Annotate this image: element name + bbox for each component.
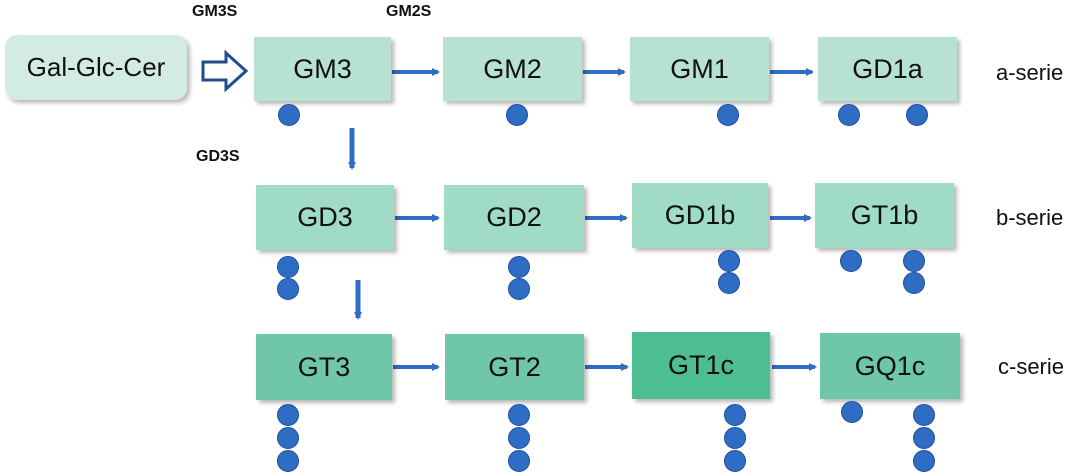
sialic-acid-icon: [718, 250, 740, 272]
ganglioside-box-gm2: GM2: [443, 37, 582, 101]
ganglioside-box-gd3: GD3: [256, 185, 394, 250]
sialic-acid-icon: [913, 427, 935, 449]
ganglioside-box-gt1b: GT1b: [815, 183, 954, 248]
sialic-acid-icon: [913, 404, 935, 426]
sialic-acid-icon: [508, 256, 530, 278]
ganglioside-label: GM1: [670, 53, 729, 84]
ganglioside-box-gd1b: GD1b: [632, 183, 768, 248]
ganglioside-label: GM3: [293, 53, 352, 84]
ganglioside-label: GT1b: [850, 200, 919, 230]
sialic-acid-icon: [506, 104, 528, 126]
sialic-acid-icon: [718, 272, 740, 294]
ganglioside-label: GD1a: [852, 53, 923, 84]
sialic-acid-icon: [277, 404, 299, 426]
sialic-acid-icon: [508, 278, 530, 300]
sialic-acid-icon: [903, 272, 925, 294]
sialic-acid-icon: [841, 401, 863, 423]
sialic-acid-icon: [277, 427, 299, 449]
hollow-arrow-icon: [201, 49, 249, 93]
sialic-acid-icon: [838, 104, 860, 126]
sialic-acid-icon: [278, 104, 300, 126]
ganglioside-box-gt1c: GT1c: [632, 332, 770, 399]
substrate-box: Gal-Glc-Cer: [5, 35, 187, 100]
enzyme-gm3s: GM3S: [192, 3, 238, 20]
substrate-label: Gal-Glc-Cer: [26, 52, 166, 82]
ganglioside-box-gm1: GM1: [630, 37, 769, 101]
ganglioside-box-gt3: GT3: [256, 334, 392, 400]
ganglioside-box-gq1c: GQ1c: [820, 333, 960, 399]
ganglioside-label: GD3: [297, 202, 353, 232]
ganglioside-box-gm3: GM3: [254, 37, 391, 101]
series-label-c: c-serie: [998, 354, 1065, 379]
sialic-acid-icon: [906, 104, 928, 126]
sialic-acid-icon: [277, 278, 299, 300]
series-label-a: a-serie: [996, 60, 1064, 85]
ganglioside-label: GD1b: [664, 200, 736, 230]
ganglioside-label: GQ1c: [854, 350, 926, 381]
sialic-acid-icon: [724, 427, 746, 449]
ganglioside-box-gd1a: GD1a: [818, 37, 957, 101]
ganglioside-box-gt2: GT2: [445, 334, 584, 400]
ganglioside-label: GT3: [297, 351, 351, 382]
sialic-acid-icon: [717, 104, 739, 126]
sialic-acid-icon: [508, 450, 530, 472]
sialic-acid-icon: [913, 450, 935, 472]
ganglioside-label: GD2: [486, 202, 542, 232]
ganglioside-label: GT1c: [667, 350, 734, 380]
sialic-acid-icon: [277, 450, 299, 472]
enzyme-gd3s: GD3S: [196, 148, 240, 165]
sialic-acid-icon: [724, 404, 746, 426]
ganglioside-label: GT2: [488, 351, 541, 382]
sialic-acid-icon: [724, 450, 746, 472]
sialic-acid-icon: [508, 427, 530, 449]
ganglioside-box-gd2: GD2: [444, 185, 584, 250]
sialic-acid-icon: [840, 250, 862, 272]
sialic-acid-icon: [277, 256, 299, 278]
enzyme-gm2s: GM2S: [386, 3, 432, 20]
sialic-acid-icon: [508, 404, 530, 426]
sialic-acid-icon: [903, 250, 925, 272]
series-label-b: b-serie: [996, 205, 1064, 230]
ganglioside-label: GM2: [483, 53, 542, 84]
